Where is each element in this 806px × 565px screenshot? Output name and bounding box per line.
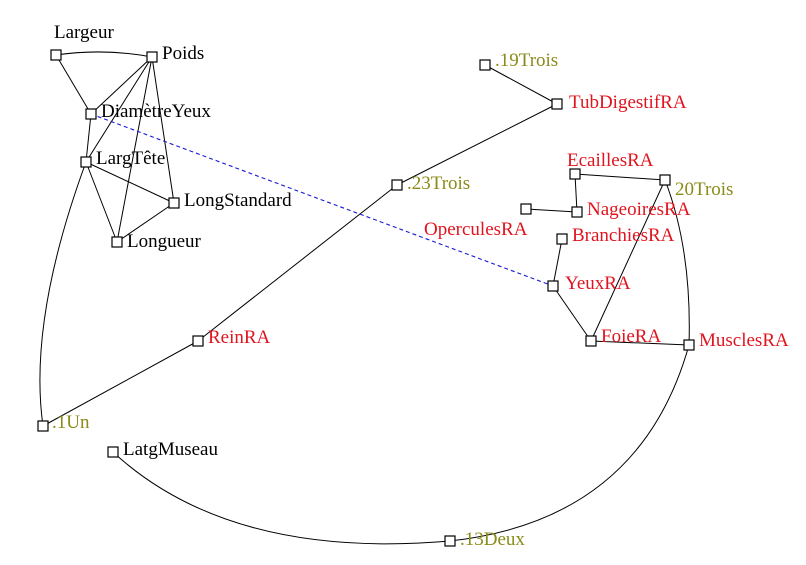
node-latgmuseau-label: LatgMuseau <box>123 439 218 460</box>
node-nageoires-box[interactable] <box>571 206 583 218</box>
edge-rein-n23trois <box>197 184 398 342</box>
node-yeux-box[interactable] <box>547 280 559 292</box>
node-rein-box[interactable] <box>192 335 204 347</box>
edge-diametreyeux-largtete <box>85 113 92 163</box>
edge-yeux-foie <box>552 285 592 342</box>
node-opercules-label: OperculesRA <box>424 219 528 240</box>
node-operculesbox-box[interactable] <box>520 203 532 215</box>
edge-muscles-n13deux <box>449 344 690 542</box>
node-n23trois-box[interactable] <box>391 179 403 191</box>
edge-largtete-longueur <box>85 161 118 243</box>
node-n20trois-box[interactable] <box>659 174 671 186</box>
node-nageoires-label: NageoiresRA <box>587 199 691 220</box>
node-branchies-box[interactable] <box>556 233 568 245</box>
node-diametreyeux-box[interactable] <box>85 108 97 120</box>
edge-branchies-yeux <box>552 238 563 287</box>
edges-layer <box>39 51 690 545</box>
edge-largtete-n1un <box>39 161 87 427</box>
node-muscles-box[interactable] <box>683 339 695 351</box>
node-ecailles-box[interactable] <box>569 168 581 180</box>
node-branchies-label: BranchiesRA <box>572 225 675 246</box>
node-tubdigestif-box[interactable] <box>551 98 563 110</box>
node-largeur-label: Largeur <box>54 22 114 43</box>
node-muscles-label: MusclesRA <box>699 330 789 351</box>
edge-n13deux-latgmuseau <box>112 451 451 545</box>
edge-diametreyeux-yeux <box>90 113 554 287</box>
node-n20trois-label: 20Trois <box>675 179 733 200</box>
node-n19trois-label: .19Trois <box>495 50 558 71</box>
node-poids-label: Poids <box>162 43 204 64</box>
edge-largtete-longstandard <box>85 161 175 204</box>
node-ecailles-label: EcaillesRA <box>567 150 654 171</box>
node-yeux-label: YeuxRA <box>565 273 631 294</box>
nodes-layer: LargeurPoidsDiamètreYeuxLargTêteLongStan… <box>37 22 789 550</box>
edge-ecailles-nageoires <box>574 173 578 213</box>
node-longueur-label: Longueur <box>127 231 202 252</box>
node-n19trois-box[interactable] <box>479 59 491 71</box>
edge-n19trois-tubdigestif <box>484 64 558 105</box>
edge-largeur-poids <box>55 51 153 58</box>
node-foie-label: FoieRA <box>601 326 661 347</box>
node-n13deux-label: .13Deux <box>460 529 525 550</box>
edge-foie-muscles <box>590 340 690 346</box>
edge-poids-longstandard <box>151 56 175 204</box>
node-largtete-label: LargTête <box>96 148 165 169</box>
node-n1un-box[interactable] <box>37 420 49 432</box>
edge-n20trois-foie <box>590 179 666 342</box>
node-latgmuseau-box[interactable] <box>107 446 119 458</box>
node-diametreyeux-label: DiamètreYeux <box>101 101 211 122</box>
node-tubdigestif-label: TubDigestifRA <box>569 92 687 113</box>
edge-n23trois-tubdigestif <box>396 103 558 186</box>
edge-poids-diametreyeux <box>90 56 153 115</box>
node-longstandard-box[interactable] <box>168 197 180 209</box>
node-largeur-box[interactable] <box>50 49 62 61</box>
node-foie-box[interactable] <box>585 335 597 347</box>
node-n13deux-box[interactable] <box>444 535 456 547</box>
node-n23trois-label: .23Trois <box>407 173 470 194</box>
node-longstandard-label: LongStandard <box>184 190 292 211</box>
edge-ecailles-n20trois <box>574 173 666 181</box>
node-n1un-label: .1Un <box>52 412 90 433</box>
edge-n1un-rein <box>42 340 199 427</box>
node-largtete-box[interactable] <box>80 156 92 168</box>
edge-n20trois-muscles <box>664 179 690 346</box>
edge-largeur-diametreyeux <box>55 54 92 115</box>
node-poids-box[interactable] <box>146 51 158 63</box>
edge-operculesbox-nageoires <box>525 208 578 213</box>
edge-longueur-longstandard <box>116 202 175 243</box>
node-longueur-box[interactable] <box>111 236 123 248</box>
edge-poids-largtete <box>85 56 153 163</box>
edge-poids-longueur <box>116 56 153 243</box>
node-rein-label: ReinRA <box>208 327 271 348</box>
